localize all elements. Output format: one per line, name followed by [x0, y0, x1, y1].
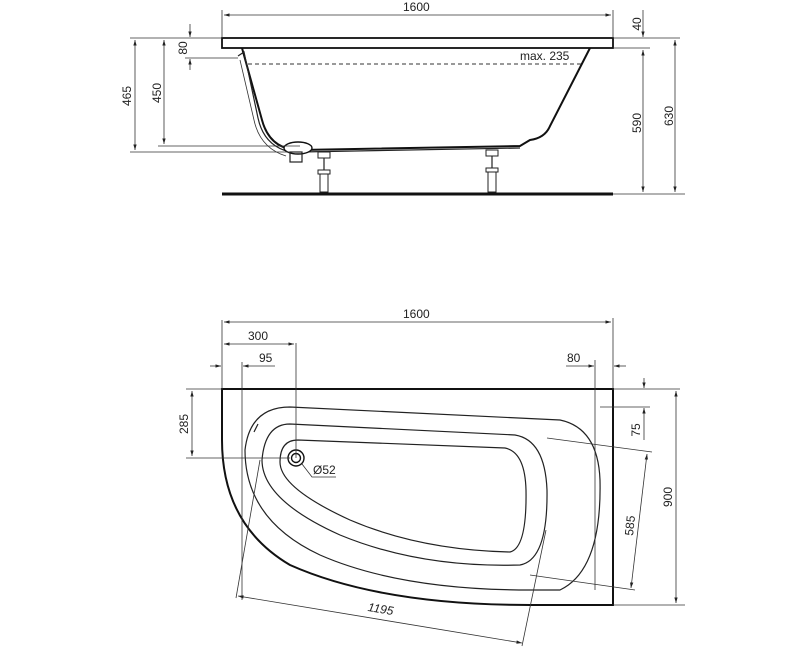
- dim-drain-offset-y: 285: [177, 414, 191, 434]
- side-elevation-view: max. 235 1600 40: [120, 0, 685, 196]
- dim-inner-depth: 450: [150, 83, 164, 103]
- basin-floor-contour: [279, 439, 527, 553]
- basin-contour-outer: [261, 423, 548, 566]
- tub-body-profile: [241, 47, 591, 152]
- drain-trap: [283, 141, 313, 155]
- dim-drain-offset-x: 300: [248, 329, 268, 343]
- overflow-pipe: [237, 51, 291, 153]
- leg-right: [485, 149, 499, 193]
- rim-contour: [244, 406, 601, 591]
- dim-overflow-depth: 80: [176, 41, 190, 55]
- dim-basin-length: 1195: [367, 600, 395, 618]
- tub-rim: [221, 37, 614, 49]
- dim-drain-diameter: Ø52: [313, 463, 336, 477]
- dim-height-under-rim: 590: [630, 113, 644, 133]
- dim-overall-width: 900: [661, 487, 675, 507]
- dim-height-to-base: 465: [120, 86, 134, 106]
- tub-outer-outline: [221, 388, 614, 606]
- dim-apron-offset: 95: [259, 351, 273, 365]
- dim-right-rim: 80: [567, 351, 581, 365]
- dim-rim-thickness: 40: [630, 17, 644, 31]
- dim-top-rim: 75: [629, 423, 643, 437]
- dim-overall-length-plan: 1600: [403, 307, 430, 321]
- dim-overall-height: 630: [662, 106, 676, 126]
- water-level-label: max. 235: [520, 49, 570, 63]
- dim-basin-width: 585: [622, 515, 638, 537]
- leg-left: [317, 151, 331, 193]
- dim-overall-length-side: 1600: [403, 0, 430, 14]
- plan-view: Ø52 1600 300 95 80 285 75: [177, 307, 685, 647]
